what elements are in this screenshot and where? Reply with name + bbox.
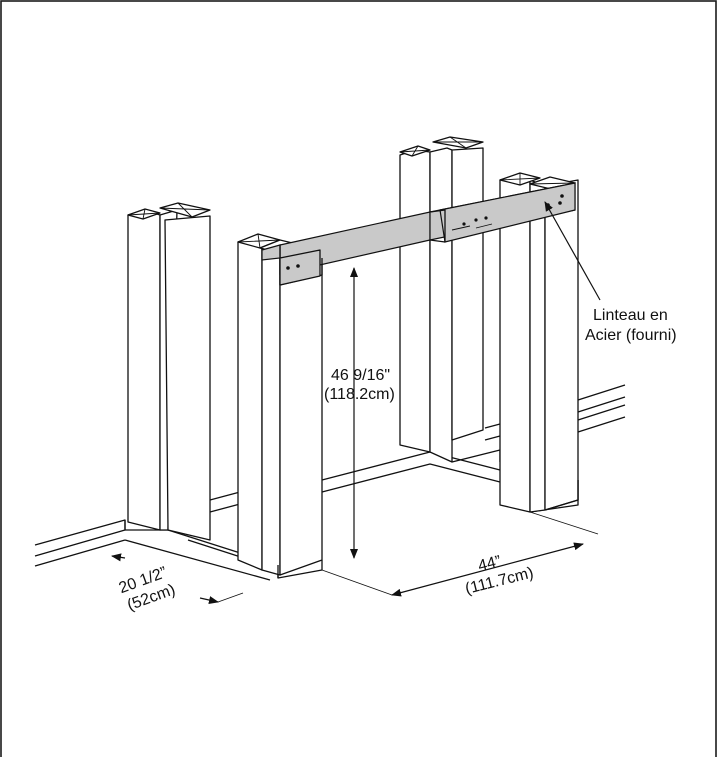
front-right-stud-column [499, 172, 579, 513]
height-centimeters: (118.2cm) [324, 386, 395, 403]
height-label: 46 9/16" (118.2cm) [324, 367, 395, 403]
depth-dimension [111, 553, 244, 604]
width-dimension [321, 511, 599, 597]
height-inches: 46 9/16" [331, 367, 390, 384]
lintel-label-line2: Acier (fourni) [585, 327, 677, 344]
back-wall-base [209, 423, 501, 513]
lintel-leader [544, 201, 601, 301]
width-inches: 44” [476, 553, 503, 575]
left-stud-column [127, 202, 211, 541]
steel-lintel [261, 182, 576, 286]
lintel-label-line1: Linteau en [593, 307, 668, 324]
front-left-stud-column [237, 233, 323, 579]
lintel-label: Linteau en Acier (fourni) [585, 307, 677, 344]
back-stud-column [399, 136, 484, 463]
